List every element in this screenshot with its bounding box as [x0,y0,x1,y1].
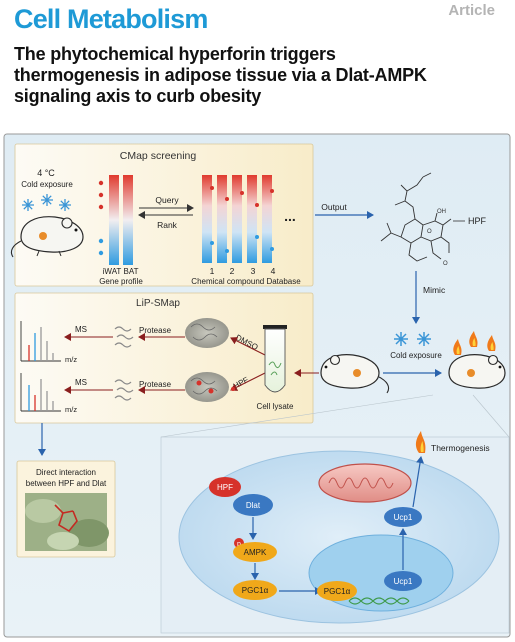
snowflake-icon [22,194,71,211]
article-type-label: Article [448,2,495,19]
cold-exposure-label: Cold exposure [390,351,442,360]
graphical-abstract: CMap screening 4 °C Cold exposure [3,133,511,638]
gene-profile-label: Gene profile [99,277,143,286]
hpf-node [209,477,241,497]
temperature-label: 4 °C [37,168,55,178]
dna-strand [348,597,410,605]
protease-label: Protease [139,380,172,389]
mouse-icon [320,354,390,394]
gene-profile-heatmap [98,175,133,265]
mass-spectrum [20,321,61,362]
pgc1a-nucleus-node [317,581,357,601]
peptide-fragments [114,379,134,401]
peptide-fragments [114,326,134,348]
compound-ellipsis: ... [284,208,296,224]
ampk-node [233,542,277,562]
flame-icon [415,431,426,453]
rank-label: Rank [157,220,178,230]
dlat-node-label: Dlat [246,501,261,510]
mass-spectrum [20,373,61,412]
compound-label: HPF [468,216,487,226]
flame-icon [453,331,496,355]
compound-index: 3 [251,266,256,276]
heatmap-column-label: BAT [124,267,139,276]
cmap-title: CMap screening [120,150,197,162]
protease-label: Protease [139,326,172,335]
article-title: The phytochemical hyperforin triggers th… [14,44,484,107]
query-label: Query [155,195,179,205]
compound-index: 2 [230,266,235,276]
pathway-panel: Thermogenesis HPF Dlat p AMPK PGC1α PGC1… [160,394,510,634]
interaction-label: between HPF and Dlat [26,479,107,488]
compound-database-heatmap [202,175,274,263]
dlat-node [233,494,273,516]
ampk-node-label: AMPK [244,548,267,557]
protein-structure [185,372,229,402]
mouse-icon [10,216,84,258]
pgc1a-nucleus-label: PGC1α [324,587,351,596]
cell-lysate-tube [263,325,287,393]
database-label: Chemical compound Database [191,277,301,286]
ucp1-protein-node [384,507,422,527]
ms-label: MS [75,325,87,334]
mouse-icon [448,354,506,389]
mz-label: m/z [65,405,77,414]
phospho-label: p [237,541,241,548]
snowflake-icon [394,332,431,346]
pgc1a-cytoplasm-label: PGC1α [242,586,269,595]
interaction-label: Direct interaction [36,468,96,477]
hyperforin-structure: OH O O [380,172,452,267]
title-line: signaling axis to curb obesity [14,86,262,106]
svg-text:OH: OH [437,209,446,215]
cold-exposure-label: Cold exposure [21,180,73,189]
cmap-panel: CMap screening 4 °C Cold exposure [10,143,314,287]
compound-index: 4 [271,266,276,276]
output-label: Output [321,202,347,212]
cell-lysate-label: Cell lysate [257,402,294,411]
heatmap-column-label: iWAT [103,267,122,276]
title-line: The phytochemical hyperforin triggers [14,44,336,64]
ucp1-gene-label: Ucp1 [394,577,413,586]
ucp1-protein-label: Ucp1 [394,513,413,522]
journal-name: Cell Metabolism [14,4,208,34]
lip-smap-title: LiP-SMap [136,298,180,309]
interaction-panel: Direct interaction between HPF and Dlat [16,460,116,558]
thermogenesis-label: Thermogenesis [431,443,490,453]
title-line: thermogenesis in adipose tissue via a Dl… [14,65,427,85]
svg-text:O: O [443,261,448,267]
pgc1a-cytoplasm-node [233,580,277,600]
lip-smap-panel: LiP-SMap m/z MS Protease DMSO [14,292,314,424]
compound-index: 1 [210,266,215,276]
ucp1-gene-node [384,571,422,591]
mimic-label: Mimic [423,285,446,295]
mitochondrion [318,463,412,503]
hpf-node-label: HPF [217,483,233,492]
protein-structure [185,318,229,348]
ms-label: MS [75,378,87,387]
svg-text:O: O [427,229,432,235]
mz-label: m/z [65,355,77,364]
